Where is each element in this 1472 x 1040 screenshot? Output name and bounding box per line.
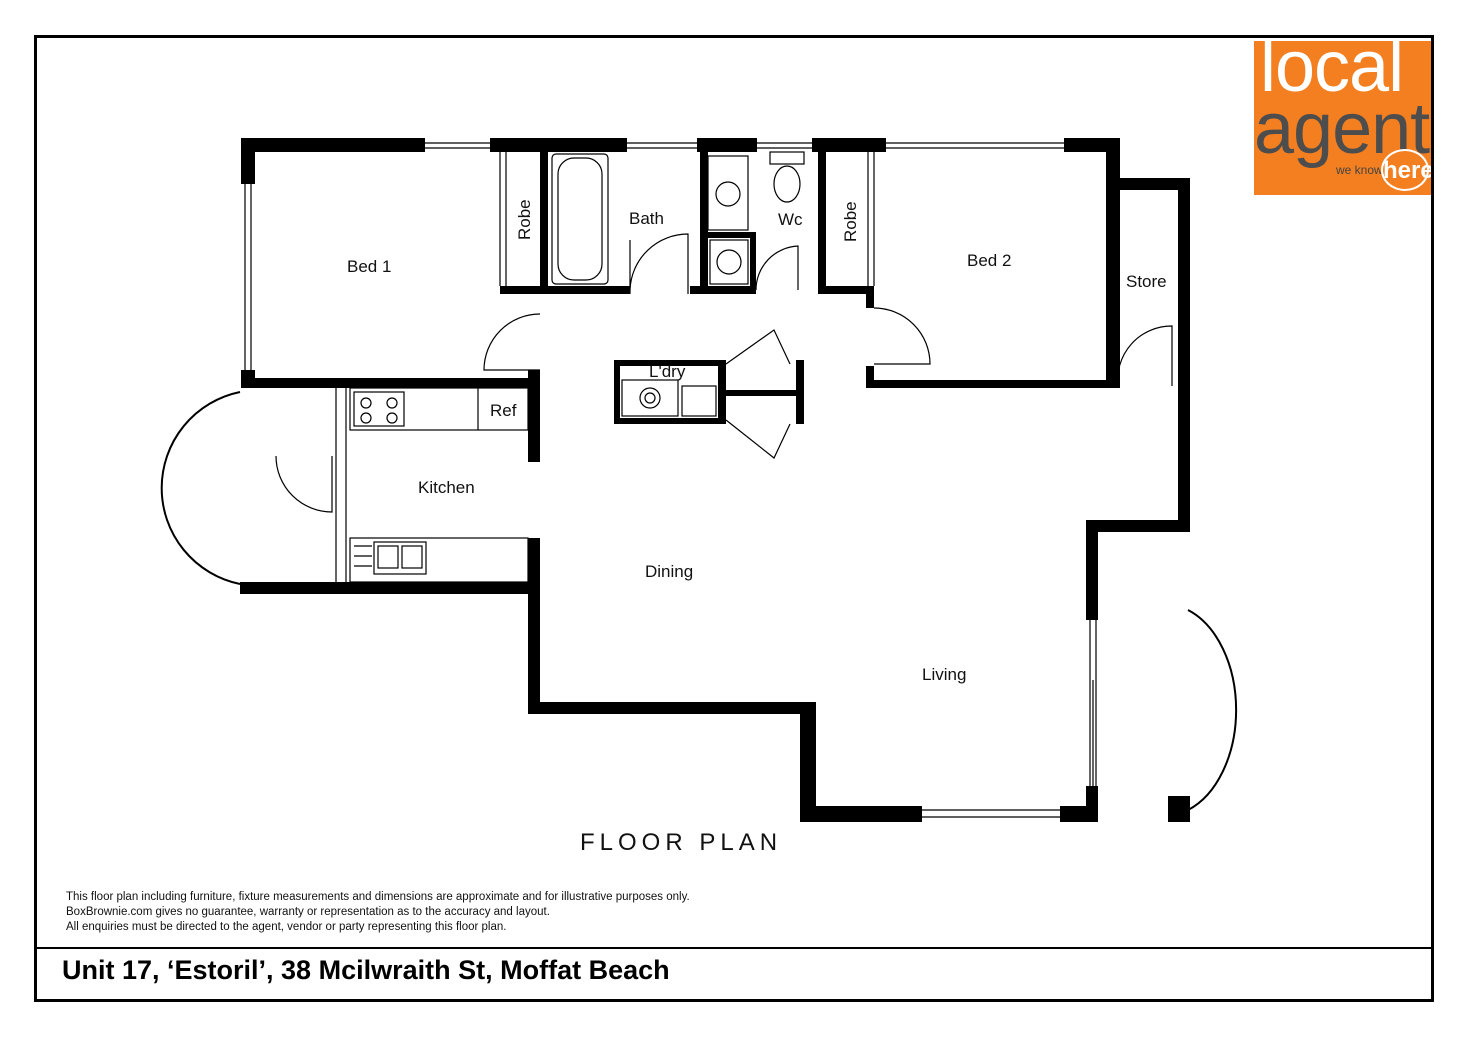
disclaimer-line: BoxBrownie.com gives no guarantee, warra… — [66, 906, 550, 918]
logo-tagline: we know — [1336, 163, 1383, 177]
room-robe-2: Robe — [841, 201, 860, 242]
room-bath: Bath — [629, 209, 664, 228]
room-ref: Ref — [490, 401, 517, 420]
room-store: Store — [1126, 272, 1167, 291]
walls — [240, 138, 1190, 822]
logo-here-badge: here — [1381, 149, 1431, 191]
room-bed-2: Bed 2 — [967, 251, 1011, 270]
room-bed-1: Bed 1 — [347, 257, 391, 276]
logo-local-text: local — [1260, 41, 1404, 107]
disclaimer-line: This floor plan including furniture, fix… — [66, 891, 690, 903]
room-dining: Dining — [645, 562, 693, 581]
room-kitchen: Kitchen — [418, 478, 475, 497]
room-labels: Bed 1 Robe Bath Wc Robe Bed 2 Store L'dr… — [347, 199, 1167, 684]
agency-logo: local agent we know here — [1254, 41, 1431, 195]
plan-heading: FLOOR PLAN — [580, 829, 783, 856]
windows-and-fixtures — [160, 142, 1238, 818]
property-address: Unit 17, ‘Estoril’, 38 Mcilwraith St, Mo… — [62, 955, 670, 985]
room-wc: Wc — [778, 210, 803, 229]
room-laundry: L'dry — [649, 362, 686, 381]
disclaimer: This floor plan including furniture, fix… — [66, 890, 690, 935]
disclaimer-line: All enquiries must be directed to the ag… — [66, 921, 507, 933]
page-frame — [34, 35, 1434, 1002]
room-robe-1: Robe — [515, 199, 534, 240]
footer-divider — [37, 947, 1434, 949]
room-living: Living — [922, 665, 966, 684]
